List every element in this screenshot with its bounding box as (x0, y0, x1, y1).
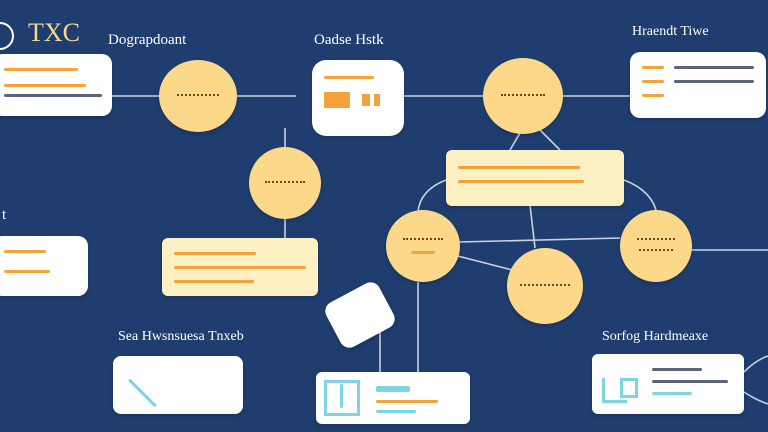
card-line (4, 250, 46, 253)
card-block (324, 92, 350, 108)
card-line (376, 400, 438, 403)
connector-line (417, 179, 447, 213)
card-middle-right[interactable] (446, 150, 624, 206)
card-line (4, 270, 50, 273)
card-line (4, 94, 102, 97)
card-top-center[interactable] (312, 60, 404, 136)
connector-line (509, 132, 521, 151)
node-text-placeholder (403, 238, 443, 243)
card-line (4, 68, 78, 71)
node-accent-line (411, 251, 435, 254)
node-text-placeholder (639, 249, 673, 254)
card-top-right[interactable] (630, 52, 766, 118)
top-right-heading: Hraendt Tiwe (632, 24, 709, 39)
node-right[interactable] (620, 210, 692, 282)
card-bottom-right[interactable] (592, 354, 744, 414)
node-middle-left[interactable] (249, 147, 321, 219)
bottom-right-heading: Sorfog Hardmeaxe (602, 329, 709, 344)
card-icon-frame (620, 378, 638, 398)
logo-text: TXC (28, 18, 80, 47)
top-left-heading: Dograpdoant (108, 32, 187, 48)
card-line (674, 80, 754, 83)
card-line (642, 80, 664, 83)
card-bottom-center[interactable] (316, 372, 470, 424)
card-icon-frame (602, 378, 627, 403)
card-block (374, 94, 380, 106)
card-top-left[interactable] (0, 54, 112, 116)
connector-line (743, 391, 768, 405)
card-line (652, 368, 702, 371)
card-line (652, 380, 728, 383)
node-text-placeholder (501, 93, 545, 99)
card-line (376, 386, 410, 392)
card-stroke (127, 378, 157, 408)
card-line (642, 94, 664, 97)
card-line (652, 392, 692, 395)
card-frame (324, 380, 360, 416)
node-top-left[interactable] (159, 60, 237, 132)
card-line (324, 76, 374, 79)
connector-line (529, 204, 536, 249)
card-line (674, 66, 754, 69)
card-line (174, 266, 306, 269)
node-bottom-center[interactable] (507, 248, 583, 324)
connector-line (449, 253, 513, 271)
card-center-left[interactable] (162, 238, 318, 296)
card-line (458, 166, 580, 169)
node-text-placeholder (637, 238, 675, 243)
node-top-right[interactable] (483, 58, 563, 134)
card-line (4, 84, 86, 87)
mid-left-heading: t (2, 207, 7, 223)
connector-line (539, 129, 561, 151)
card-block (362, 94, 370, 106)
card-bottom-left[interactable] (113, 356, 243, 414)
card-line (458, 180, 584, 183)
node-text-placeholder (265, 180, 305, 186)
node-text-placeholder (520, 283, 570, 289)
card-line (376, 410, 416, 413)
node-text-placeholder (177, 93, 219, 99)
card-line (174, 252, 256, 255)
card-middle-left[interactable] (0, 236, 88, 296)
card-line (174, 280, 254, 283)
card-line (642, 66, 664, 69)
node-center[interactable] (386, 210, 460, 282)
connector-line (743, 355, 768, 373)
bottom-left-heading: Sea Hwsnsuesa Tnxeb (118, 329, 244, 344)
connector-line (623, 179, 657, 211)
connector-line (457, 237, 621, 243)
top-center-heading: Oadse Hstk (314, 32, 384, 48)
card-line (340, 384, 343, 408)
